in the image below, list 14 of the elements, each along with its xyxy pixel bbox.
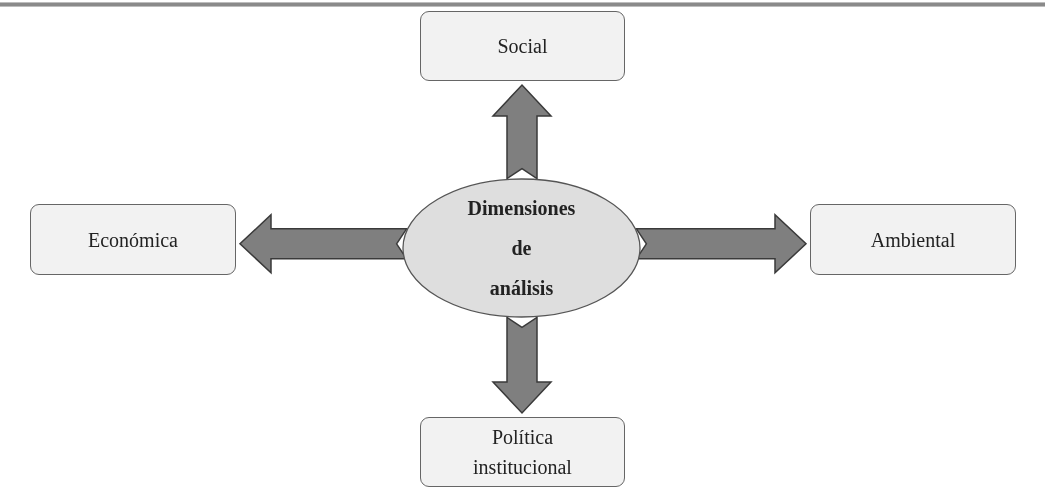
rounded-box [810, 204, 1016, 275]
node-label: Política institucional [472, 425, 573, 480]
ellipse-node [402, 178, 641, 318]
block-arrow [635, 213, 808, 275]
block-arrow [238, 213, 408, 275]
node-label: Económica [88, 227, 178, 253]
node-label: Social [497, 34, 548, 59]
node-label: Ambiental [870, 227, 956, 253]
rounded-box [420, 417, 625, 487]
rounded-box [420, 11, 625, 81]
block-arrow [491, 83, 553, 180]
node-label: Dimensiones de análisis [466, 196, 577, 301]
block-arrow [491, 316, 553, 415]
rounded-box [30, 204, 236, 275]
